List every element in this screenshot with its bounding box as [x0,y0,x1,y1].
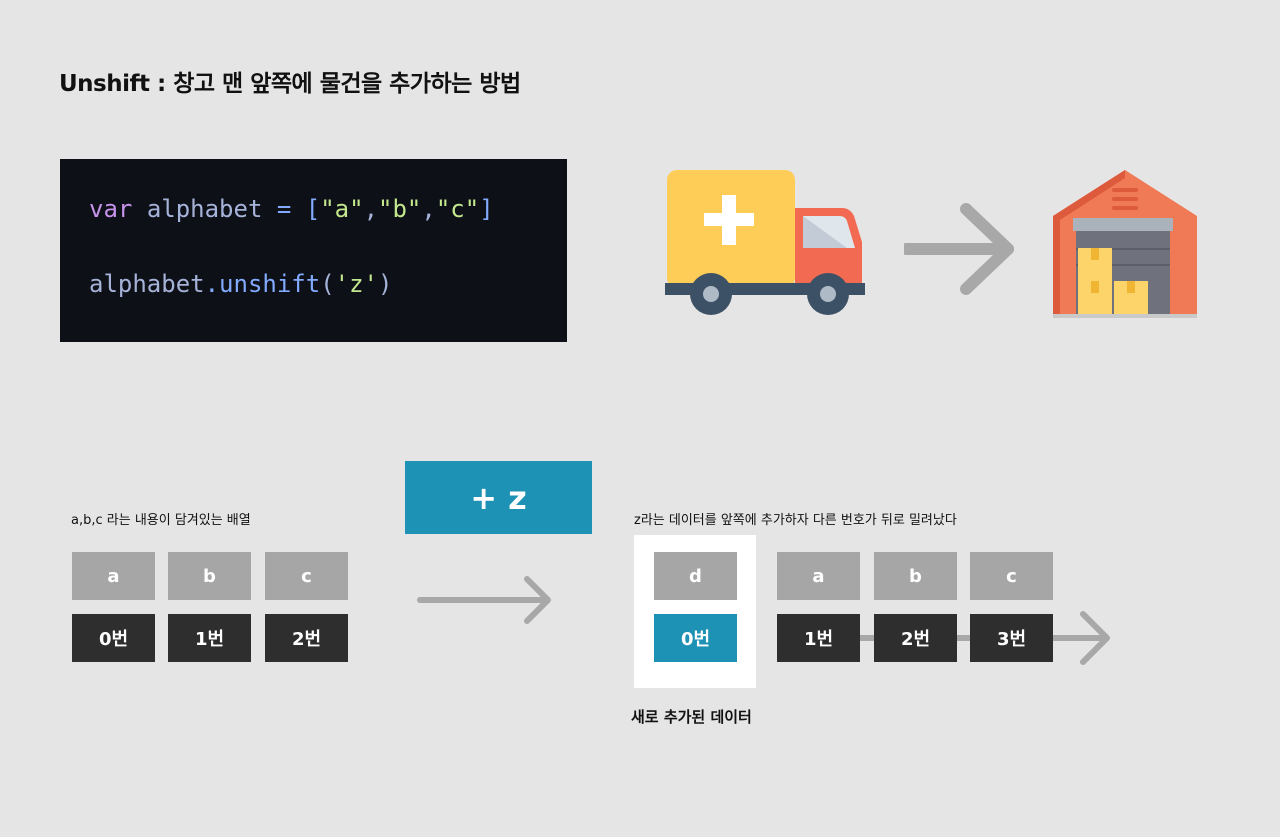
code-block: var alphabet = ["a","b","c"] alphabet.un… [60,159,567,342]
array-value-cell: b [168,552,251,600]
array-value-cell: a [72,552,155,600]
code-method: unshift [219,270,321,298]
code-argument: 'z' [334,270,379,298]
code-bracket-close: ] [479,195,494,223]
new-value-cell: d [654,552,737,600]
array-index-cell: 2번 [265,614,348,662]
delivery-truck-plus-icon [665,170,865,315]
arrow-right-icon [904,203,1014,295]
array-index-cell: 1번 [168,614,251,662]
code-keyword: var [89,195,133,223]
code-string-c: "c" [435,195,480,223]
array-value-cell: c [265,552,348,600]
code-dot: . [204,270,220,298]
code-line-2: alphabet.unshift('z') [89,270,392,298]
page-title: Unshift : 창고 맨 앞쪽에 물건을 추가하는 방법 [59,71,521,97]
code-string-b: "b" [378,195,422,223]
array-value-cell: b [874,552,957,600]
plus-z-label: + z [405,461,592,534]
array-index-cell: 0번 [72,614,155,662]
array-value-cell: c [970,552,1053,600]
code-comma: , [421,195,436,223]
array-index-cell: 1번 [777,614,860,662]
arrow-right-icon [417,576,551,624]
code-identifier: alphabet [146,195,263,223]
code-object: alphabet [89,270,205,298]
warehouse-icon [1053,170,1197,318]
code-paren-open: ( [320,270,335,298]
code-comma: , [363,195,379,223]
new-data-label: 새로 추가된 데이터 [631,708,752,726]
code-paren-close: ) [378,270,393,298]
right-caption: z라는 데이터를 앞쪽에 추가하자 다른 번호가 뒤로 밀려났다 [634,513,957,528]
code-line-1: var alphabet = ["a","b","c"] [89,195,494,223]
array-index-cell: 2번 [874,614,957,662]
array-value-cell: a [777,552,860,600]
code-string-a: "a" [320,195,364,223]
code-bracket-open: [ [305,195,321,223]
new-index-cell: 0번 [654,614,737,662]
array-index-cell: 3번 [970,614,1053,662]
left-caption: a,b,c 라는 내용이 담겨있는 배열 [71,513,251,528]
code-operator: = [276,195,292,223]
